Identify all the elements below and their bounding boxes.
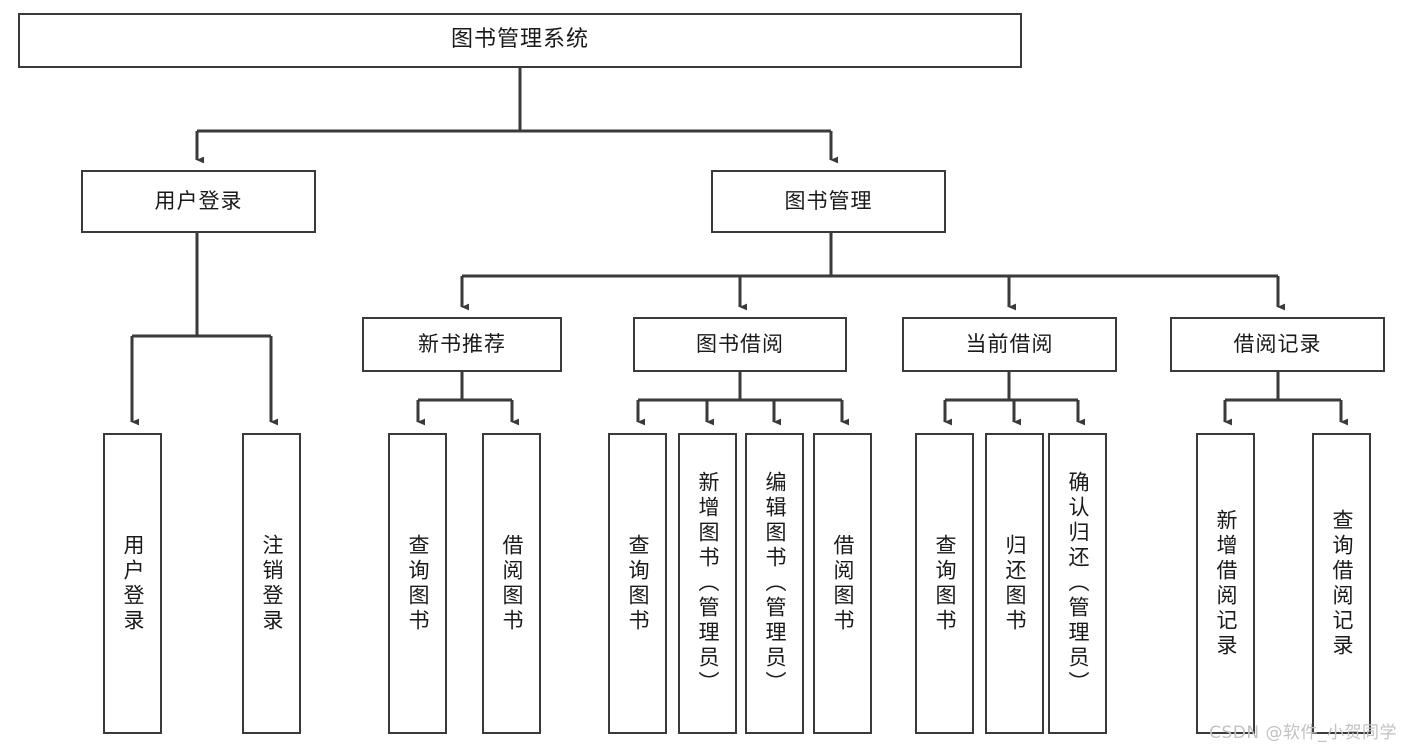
node-label: 用户登录 <box>154 188 243 213</box>
node-current-borrow[interactable]: 当前借阅 <box>902 317 1117 372</box>
node-label: 当前借阅 <box>965 331 1054 356</box>
node-label: 图书借阅 <box>696 331 784 356</box>
node-borrow-record[interactable]: 借阅记录 <box>1170 317 1385 372</box>
leaf-label: 新增借阅记录 <box>1214 508 1238 659</box>
node-label: 图书管理系统 <box>450 27 589 53</box>
leaf-current-confirm-return-admin[interactable]: 确认归还（管理员） <box>1048 433 1107 734</box>
node-label: 图书管理 <box>784 188 873 213</box>
node-book-borrow[interactable]: 图书借阅 <box>633 317 847 372</box>
leaf-label: 查询借阅记录 <box>1330 508 1354 659</box>
leaf-record-add-record[interactable]: 新增借阅记录 <box>1196 433 1255 734</box>
leaf-label: 注销登录 <box>260 533 284 634</box>
leaf-label: 借阅图书 <box>831 533 855 634</box>
leaf-label: 查询图书 <box>933 533 957 634</box>
leaf-label: 编辑图书（管理员） <box>763 471 787 696</box>
node-root-system[interactable]: 图书管理系统 <box>18 13 1022 68</box>
leaf-borrow-borrow-book[interactable]: 借阅图书 <box>813 433 872 734</box>
leaf-current-query-book[interactable]: 查询图书 <box>915 433 974 734</box>
watermark-text: CSDN @软件_小贺同学 <box>1209 723 1397 743</box>
node-new-book-recommend[interactable]: 新书推荐 <box>362 317 562 372</box>
leaf-record-query-record[interactable]: 查询借阅记录 <box>1312 433 1371 734</box>
leaf-user-login-signin[interactable]: 用户登录 <box>103 433 162 734</box>
leaf-label: 确认归还（管理员） <box>1066 471 1090 696</box>
leaf-borrow-edit-book-admin[interactable]: 编辑图书（管理员） <box>745 433 804 734</box>
leaf-borrow-add-book-admin[interactable]: 新增图书（管理员） <box>678 433 737 734</box>
leaf-label: 借阅图书 <box>500 533 524 634</box>
leaf-borrow-query-book[interactable]: 查询图书 <box>608 433 667 734</box>
node-book-management[interactable]: 图书管理 <box>711 170 946 233</box>
leaf-label: 归还图书 <box>1003 533 1027 634</box>
node-user-login[interactable]: 用户登录 <box>81 170 316 233</box>
leaf-label: 用户登录 <box>121 533 145 634</box>
leaf-label: 查询图书 <box>626 533 650 634</box>
leaf-user-login-signout[interactable]: 注销登录 <box>242 433 301 734</box>
leaf-label: 查询图书 <box>406 533 430 634</box>
node-label: 借阅记录 <box>1233 331 1322 356</box>
leaf-label: 新增图书（管理员） <box>696 471 720 696</box>
leaf-current-return-book[interactable]: 归还图书 <box>985 433 1044 734</box>
leaf-recommend-query-book[interactable]: 查询图书 <box>388 433 447 734</box>
leaf-recommend-borrow-book[interactable]: 借阅图书 <box>482 433 541 734</box>
node-label: 新书推荐 <box>418 331 506 356</box>
